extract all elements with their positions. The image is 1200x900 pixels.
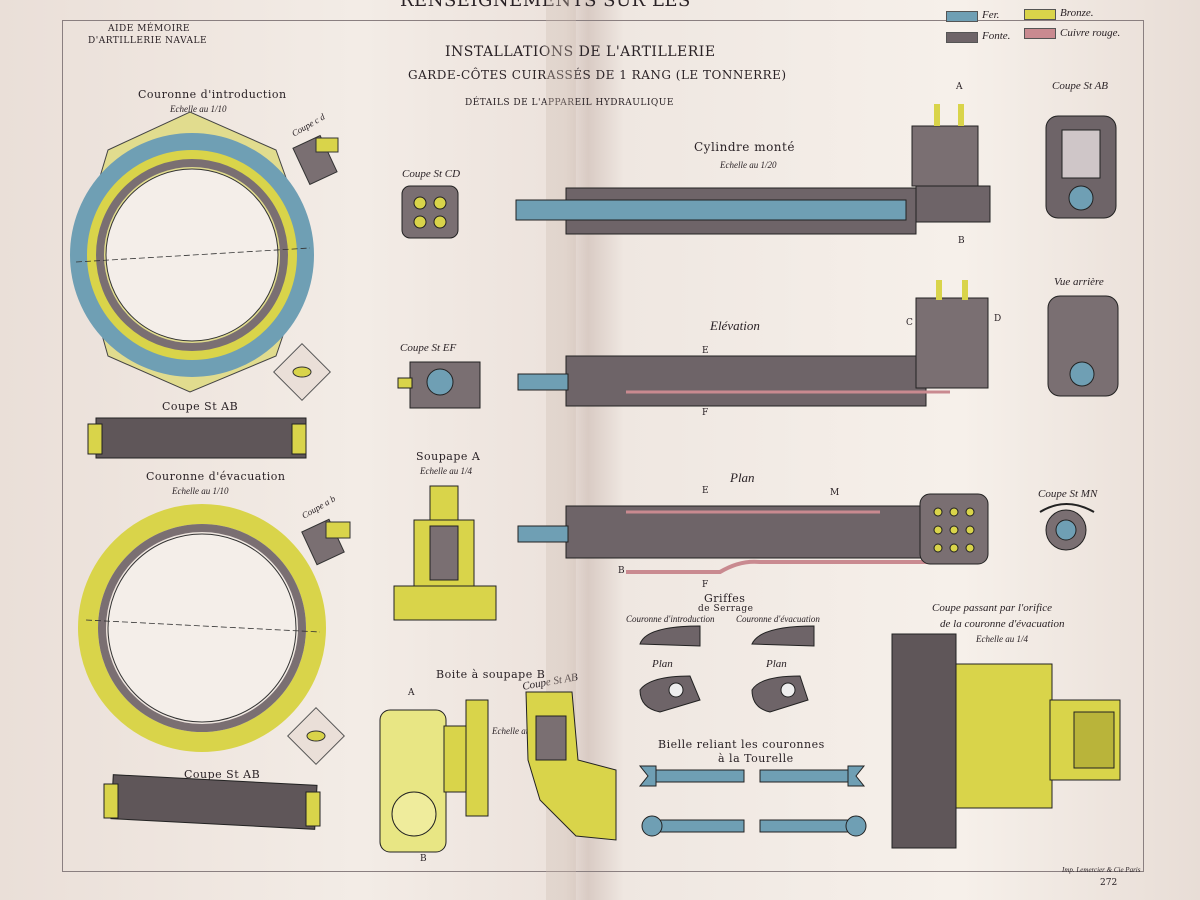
running-title: RENSEIGNEMENTS SUR LES — [400, 0, 691, 11]
plate-border — [62, 20, 1144, 872]
letter-m-plan: M — [830, 488, 840, 498]
label-boite-soupape: Boite à soupape B — [436, 668, 546, 681]
label-echelle-orifice: Echelle au 1/4 — [976, 634, 1028, 644]
letter-b-boite: B — [420, 854, 427, 864]
letter-f-elev: F — [702, 408, 709, 418]
label-echelle-10: Echelle au 1/10 — [170, 104, 227, 114]
label-griffe-intro: Couronne d'introduction — [626, 614, 715, 624]
label-de-serrage: de Serrage — [698, 604, 754, 614]
label-plan-a: Plan — [652, 658, 673, 670]
legend-label-fer: Fer. — [982, 9, 1000, 21]
label-coupe-mn: Coupe St MN — [1038, 488, 1098, 500]
legend-label-fonte: Fonte. — [982, 30, 1011, 42]
label-bielle-1: Bielle reliant les couronnes — [658, 738, 825, 751]
plate-title: INSTALLATIONS DE L'ARTILLERIE — [445, 44, 716, 60]
label-griffe-evac: Couronne d'évacuation — [736, 614, 820, 624]
label-plan: Plan — [730, 470, 755, 485]
letter-a-cyl: A — [956, 82, 963, 92]
label-couronne-introduction: Couronne d'introduction — [138, 88, 287, 101]
letter-e-elev: E — [702, 346, 709, 356]
label-echelle-boite: Echelle au 1/4 — [492, 726, 544, 736]
label-echelle-20: Echelle au 1/20 — [720, 160, 777, 170]
legend-label-cuivre: Cuivre rouge. — [1060, 27, 1121, 39]
label-vue-arriere: Vue arrière — [1054, 276, 1104, 288]
label-couronne-evacuation: Couronne d'évacuation — [146, 470, 286, 483]
legend-swatch-fer — [946, 11, 978, 22]
letter-c-elev: C — [906, 318, 913, 328]
letter-d-elev: D — [994, 314, 1002, 324]
label-echelle-10b: Echelle au 1/10 — [172, 486, 229, 496]
label-coupe-orifice-1: Coupe passant par l'orifice — [932, 602, 1052, 614]
series-line-1: AIDE MÉMOIRE — [108, 24, 190, 34]
label-cylindre-monte: Cylindre monté — [694, 140, 795, 154]
letter-e-plan: E — [702, 486, 709, 496]
label-elevation: Elévation — [710, 318, 760, 333]
label-soupape-a: Soupape A — [416, 450, 481, 463]
plate-subtitle: GARDE-CÔTES CUIRASSÉS DE 1 RANG (LE TONN… — [408, 68, 787, 82]
legend-swatch-fonte — [946, 32, 978, 43]
label-coupe-cd: Coupe St CD — [402, 168, 461, 180]
imprint: Imp. Lemercier & Cie Paris — [1062, 866, 1141, 874]
page-number: 272 — [1100, 878, 1118, 888]
legend-swatch-cuivre — [1024, 28, 1056, 39]
plate-subsubtitle: DÉTAILS DE L'APPAREIL HYDRAULIQUE — [465, 98, 674, 108]
label-coupe-ab-1: Coupe St AB — [162, 400, 239, 413]
label-coupe-orifice-2: de la couronne d'évacuation — [940, 618, 1065, 630]
label-echelle-4: Echelle au 1/4 — [420, 466, 472, 476]
series-line-2: D'ARTILLERIE NAVALE — [88, 36, 208, 46]
letter-b-plan: B — [618, 566, 625, 576]
letter-n-plan: N — [828, 550, 836, 560]
letter-f-plan: F — [702, 580, 709, 590]
letter-a-boite: A — [408, 688, 415, 698]
label-bielle-2: à la Tourelle — [718, 752, 794, 765]
label-coupe-ab-2: Coupe St AB — [184, 768, 261, 781]
label-griffes: Griffes — [704, 592, 746, 605]
label-coupe-ef: Coupe St EF — [400, 342, 457, 354]
label-plan-b: Plan — [766, 658, 787, 670]
letter-b-cyl: B — [958, 236, 965, 246]
label-coupe-ab-top: Coupe St AB — [1052, 80, 1109, 92]
legend-swatch-bronze — [1024, 9, 1056, 20]
legend-label-bronze: Bronze. — [1060, 7, 1094, 19]
